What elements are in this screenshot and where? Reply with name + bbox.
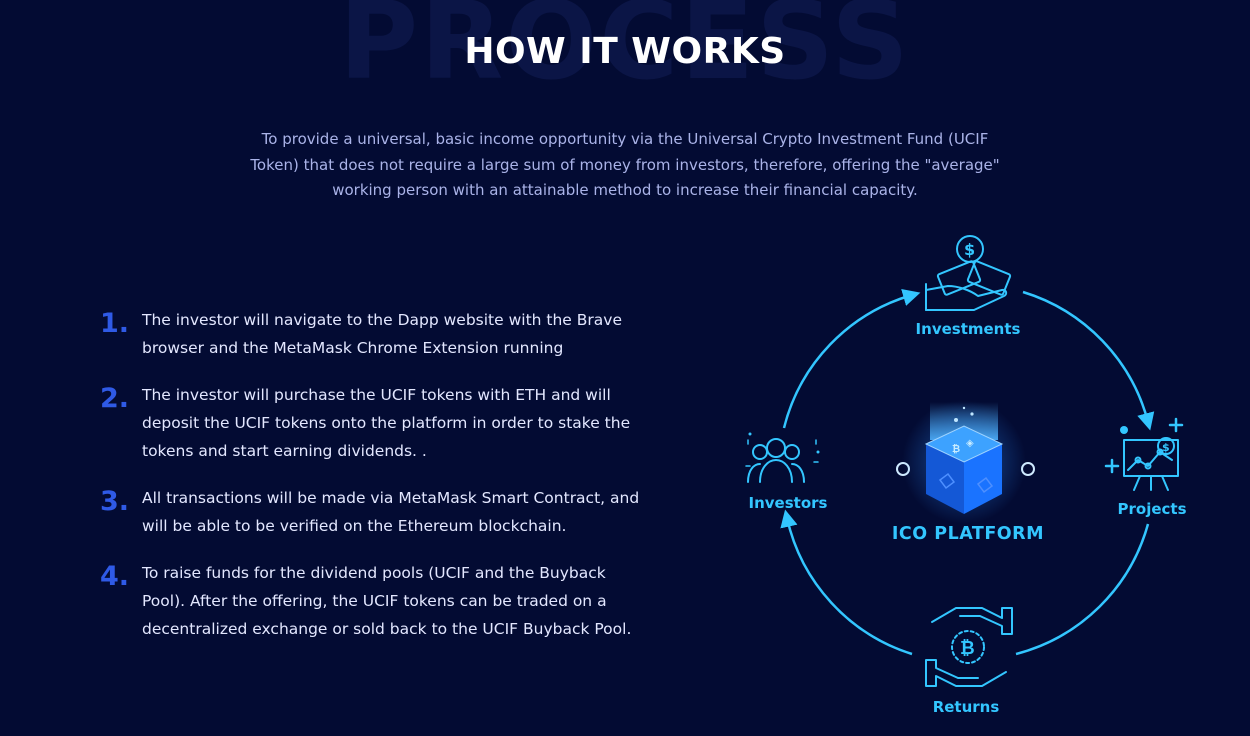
arc-investors-to-investments	[782, 289, 921, 429]
step-item: 2. The investor will purchase the UCIF t…	[100, 381, 640, 465]
step-number: 2.	[100, 383, 130, 414]
step-item: 4. To raise funds for the dividend pools…	[100, 559, 640, 643]
arc-investments-to-projects	[1022, 290, 1155, 431]
arc-projects-to-returns	[1015, 523, 1150, 656]
intro-paragraph: To provide a universal, basic income opp…	[250, 130, 1000, 199]
step-item: 1. The investor will navigate to the Dap…	[100, 306, 640, 362]
svg-text:₿: ₿	[952, 443, 960, 455]
svg-text:₿: ₿	[960, 638, 975, 659]
step-text: The investor will purchase the UCIF toke…	[142, 386, 631, 460]
step-text: The investor will navigate to the Dapp w…	[142, 311, 622, 357]
step-text: To raise funds for the dividend pools (U…	[142, 564, 632, 638]
arc-returns-to-investors	[780, 509, 913, 656]
process-watermark: PROCESS	[339, 0, 911, 104]
node-label-investments: Investments	[915, 320, 1021, 338]
money-hand-icon: $	[925, 235, 1012, 311]
steps-list: 1. The investor will navigate to the Dap…	[100, 306, 640, 662]
svg-text:$: $	[964, 240, 975, 259]
step-item: 3. All transactions will be made via Met…	[100, 484, 640, 540]
node-label-returns: Returns	[932, 698, 1000, 716]
step-number: 3.	[100, 486, 130, 517]
step-number: 1.	[100, 308, 130, 339]
svg-text:$: $	[1162, 441, 1170, 454]
ico-platform-label: ICO PLATFORM	[891, 524, 1045, 544]
step-text: All transactions will be made via MetaMa…	[142, 489, 640, 535]
node-label-investors: Investors	[748, 494, 828, 512]
page-title: HOW IT WORKS	[464, 31, 786, 72]
process-diagram: ₿ ◈ $ $	[720, 222, 1220, 722]
presentation-board-icon: $	[1104, 417, 1184, 491]
people-group-icon	[745, 432, 820, 483]
ico-platform-cube-icon: ₿ ◈	[902, 400, 1026, 524]
bitcoin-exchange-hands-icon: ₿	[925, 607, 1013, 687]
cycle-diagram-graphic: ₿ ◈ $ $	[745, 235, 1184, 687]
step-number: 4.	[100, 561, 130, 592]
svg-text:◈: ◈	[966, 438, 974, 449]
node-label-projects: Projects	[1117, 500, 1187, 518]
